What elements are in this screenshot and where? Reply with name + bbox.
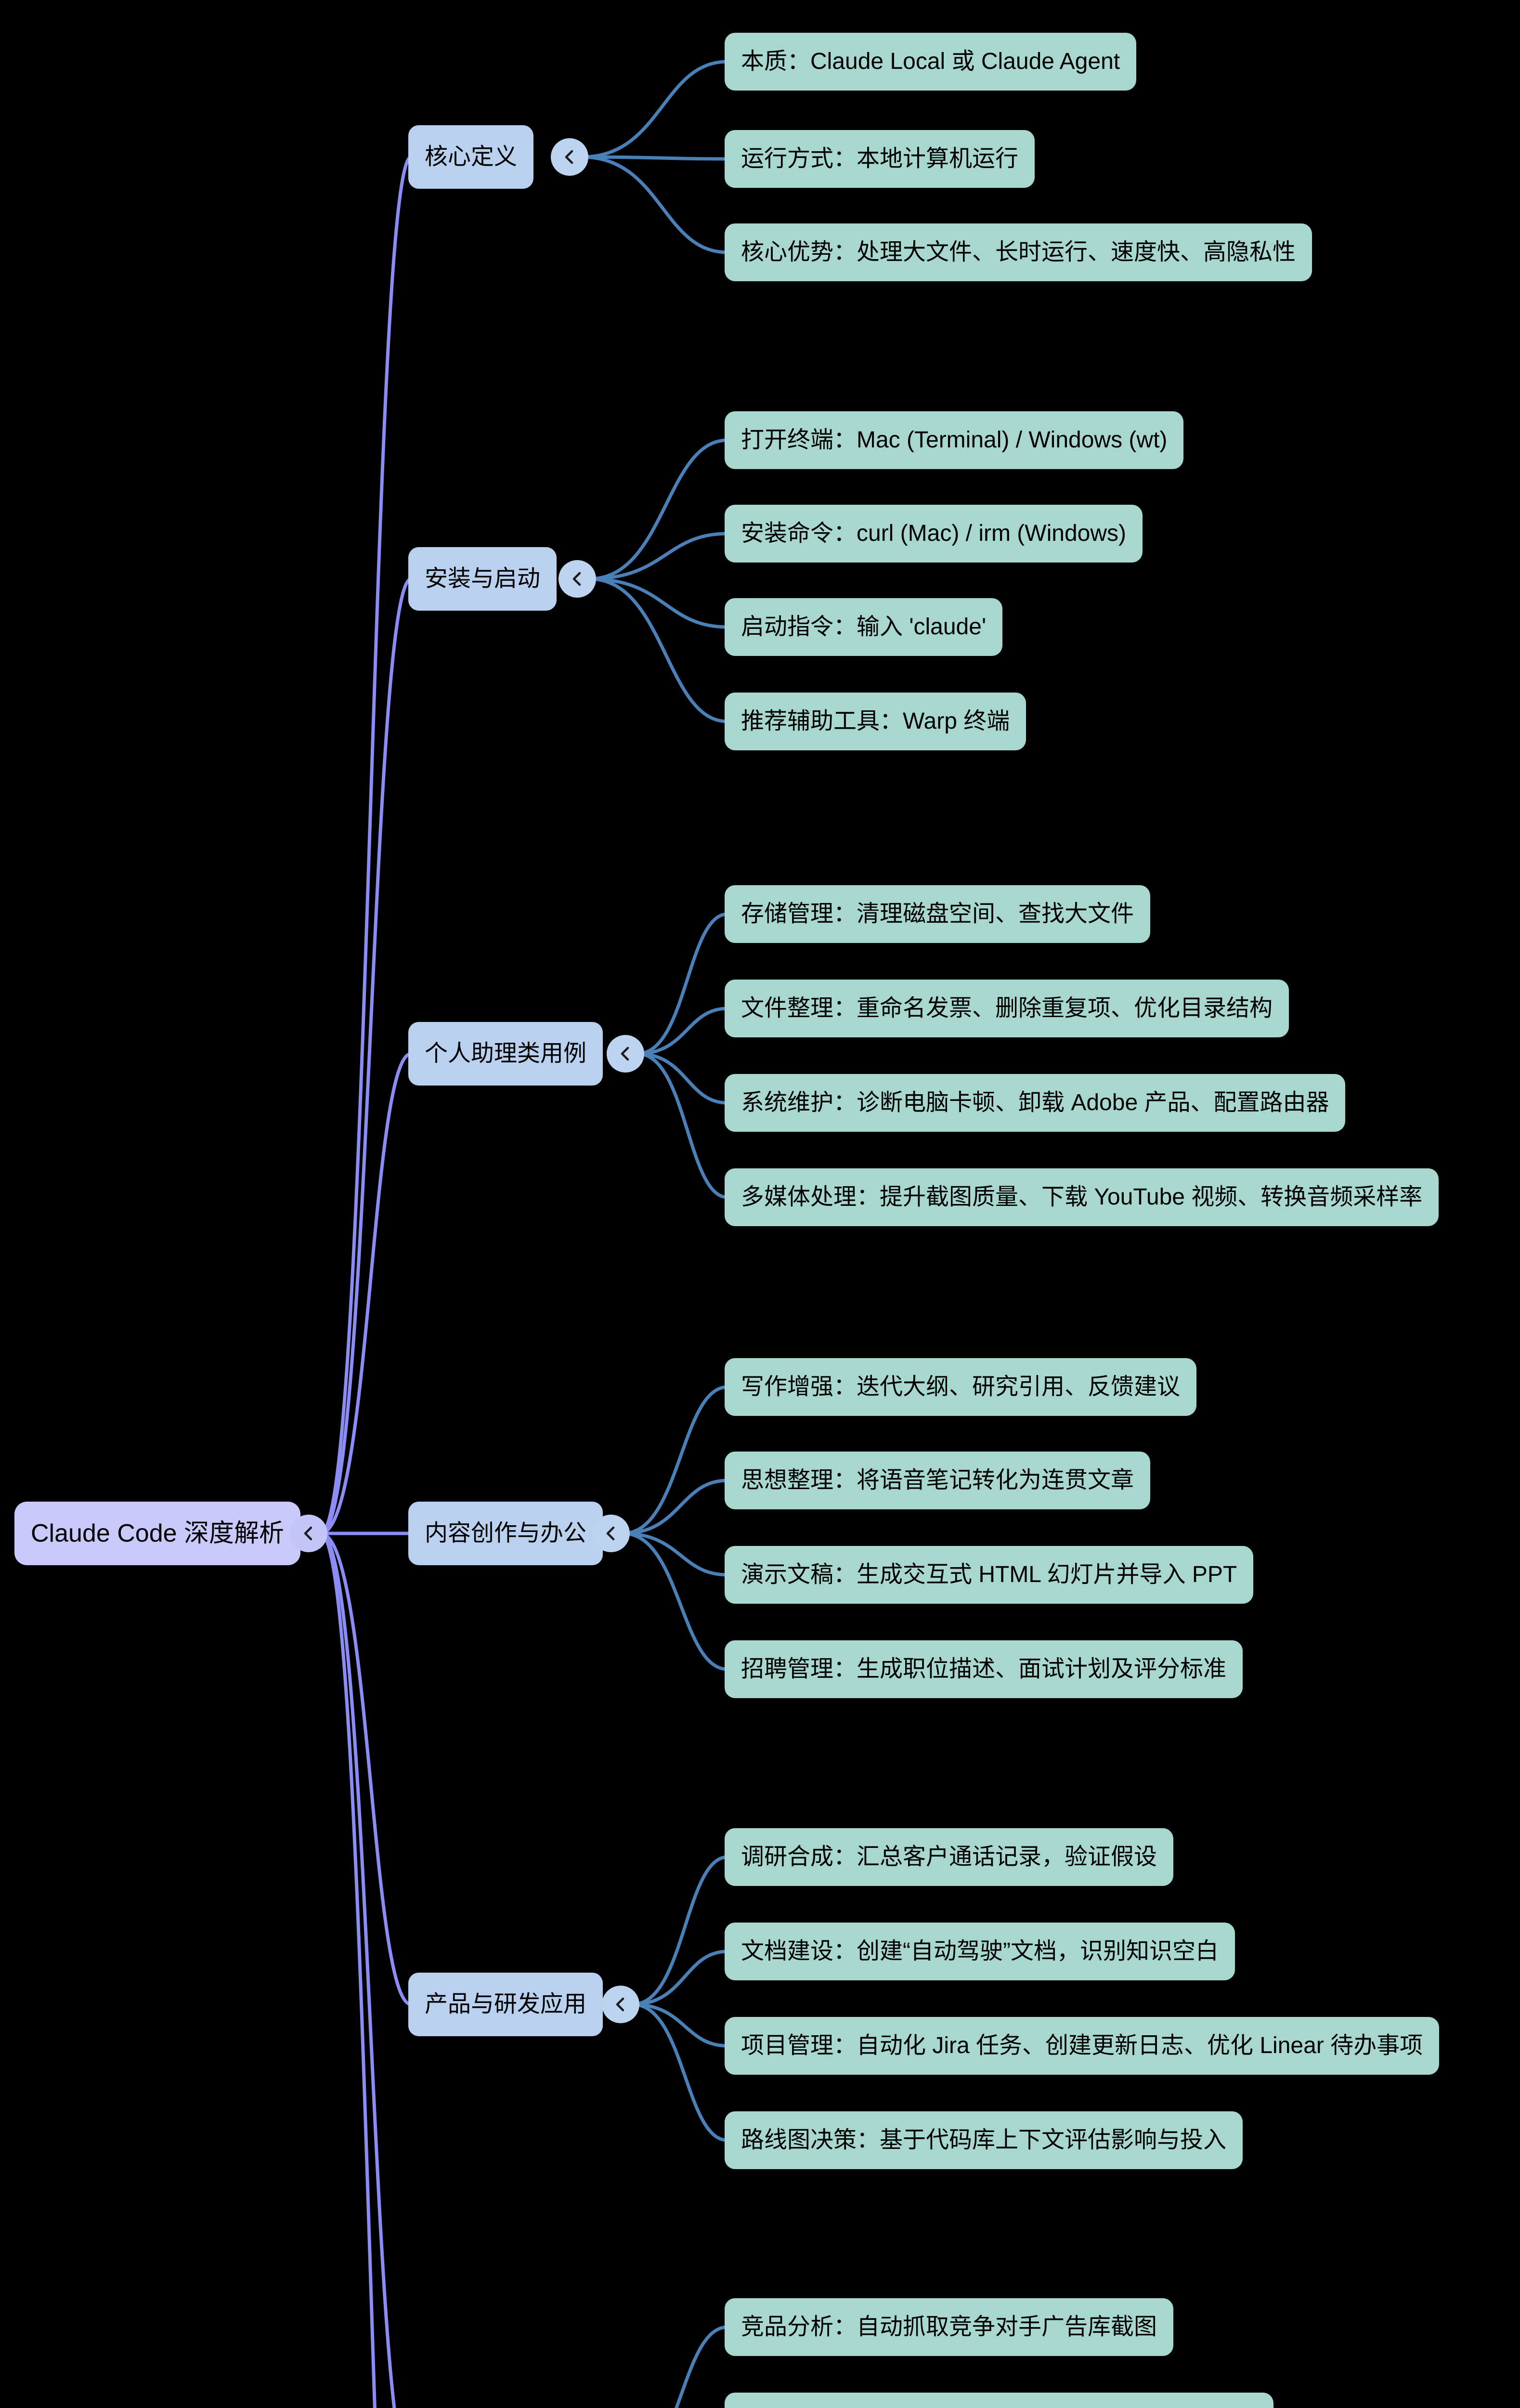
leaf-node-2-0[interactable]: 存储管理：清理磁盘空间、查找大文件: [725, 885, 1151, 943]
root-node-label: Claude Code 深度解析: [31, 1519, 284, 1547]
branch-4-edge-3: [631, 2002, 729, 2142]
leaf-node-1-1[interactable]: 安装命令：curl (Mac) / irm (Windows): [725, 505, 1143, 563]
branch-collapse-button-0[interactable]: [551, 138, 588, 176]
branch-node-2-label: 个人助理类用例: [425, 1041, 587, 1066]
leaf-node-4-0[interactable]: 调研合成：汇总客户通话记录，验证假设: [725, 1828, 1174, 1886]
chevron-left-icon: [616, 1044, 635, 1063]
leaf-node-4-0-label: 调研合成：汇总客户通话记录，验证假设: [741, 1844, 1157, 1870]
branch-5-edge-0: [675, 2325, 729, 2408]
branch-node-0[interactable]: 核心定义: [408, 125, 534, 189]
chevron-left-icon: [560, 147, 579, 167]
leaf-node-4-2-label: 项目管理：自动化 Jira 任务、创建更新日志、优化 Linear 待办事项: [741, 2033, 1423, 2058]
leaf-node-5-0[interactable]: 竞品分析：自动抓取竞争对手广告库截图: [725, 2298, 1174, 2356]
branch-2-edge-3: [636, 1052, 729, 1199]
leaf-node-3-0-label: 写作增强：迭代大纲、研究引用、反馈建议: [741, 1374, 1181, 1400]
leaf-node-0-2-label: 核心优势：处理大文件、长时运行、速度快、高隐私性: [741, 239, 1296, 265]
leaf-node-1-0[interactable]: 打开终端：Mac (Terminal) / Windows (wt): [725, 411, 1184, 469]
leaf-node-1-1-label: 安装命令：curl (Mac) / irm (Windows): [741, 521, 1126, 546]
leaf-node-3-3[interactable]: 招聘管理：生成职位描述、面试计划及评分标准: [725, 1640, 1243, 1698]
leaf-node-0-1-label: 运行方式：本地计算机运行: [741, 146, 1019, 171]
branch-0-edge-1: [580, 155, 729, 161]
branch-1-edge-2: [587, 577, 729, 629]
leaf-node-3-1[interactable]: 思想整理：将语音笔记转化为连贯文章: [725, 1452, 1151, 1509]
branch-node-4-label: 产品与研发应用: [425, 1991, 587, 2017]
root-collapse-button[interactable]: [290, 1515, 327, 1552]
branch-2-edge-0: [636, 912, 729, 1056]
leaf-node-5-0-label: 竞品分析：自动抓取竞争对手广告库截图: [741, 2314, 1157, 2340]
leaf-node-3-1-label: 思想整理：将语音笔记转化为连贯文章: [741, 1467, 1134, 1493]
branch-node-3[interactable]: 内容创作与办公: [408, 1502, 603, 1565]
branch-4-edge-1: [631, 1950, 729, 2006]
branch-collapse-button-1[interactable]: [559, 560, 596, 598]
leaf-node-4-1-label: 文档建设：创建“自动驾驶”文档，识别知识空白: [741, 1938, 1219, 1964]
branch-3-edge-1: [621, 1479, 729, 1535]
chevron-left-icon: [568, 569, 587, 589]
leaf-node-0-2[interactable]: 核心优势：处理大文件、长时运行、速度快、高隐私性: [725, 223, 1312, 281]
root-node[interactable]: Claude Code 深度解析: [14, 1502, 300, 1565]
branch-0-edge-0: [580, 60, 729, 159]
leaf-node-2-1-label: 文件整理：重命名发票、删除重复项、优化目录结构: [741, 995, 1273, 1021]
leaf-node-0-0-label: 本质：Claude Local 或 Claude Agent: [741, 49, 1120, 74]
chevron-left-icon: [299, 1524, 318, 1543]
branch-1-edge-1: [587, 532, 729, 581]
leaf-node-1-3-label: 推荐辅助工具：Warp 终端: [741, 708, 1010, 734]
leaf-node-4-1[interactable]: 文档建设：创建“自动驾驶”文档，识别知识空白: [725, 1923, 1235, 1980]
root-edge-1: [319, 577, 413, 1535]
branch-3-edge-2: [621, 1531, 729, 1577]
leaf-node-2-3-label: 多媒体处理：提升截图质量、下载 YouTube 视频、转换音频采样率: [741, 1184, 1423, 1210]
branch-1-edge-0: [587, 438, 729, 581]
leaf-node-3-2-label: 演示文稿：生成交互式 HTML 幻灯片并导入 PPT: [741, 1562, 1237, 1587]
leaf-node-2-2[interactable]: 系统维护：诊断电脑卡顿、卸载 Adobe 产品、配置路由器: [725, 1074, 1346, 1132]
leaf-node-3-3-label: 招聘管理：生成职位描述、面试计划及评分标准: [741, 1656, 1227, 1682]
branch-node-1[interactable]: 安装与启动: [408, 547, 557, 611]
leaf-node-5-1[interactable]: 获客寻找：扫描代码仓库或 LinkedIn 识别潜在客户: [725, 2393, 1274, 2408]
leaf-node-2-2-label: 系统维护：诊断电脑卡顿、卸载 Adobe 产品、配置路由器: [741, 1090, 1329, 1115]
root-edge-6: [319, 1531, 377, 2408]
leaf-node-2-0-label: 存储管理：清理磁盘空间、查找大文件: [741, 901, 1134, 927]
root-edge-2: [319, 1052, 413, 1535]
branch-collapse-button-2[interactable]: [607, 1035, 644, 1073]
root-edge-0: [319, 155, 413, 1535]
branch-node-3-label: 内容创作与办公: [425, 1520, 587, 1546]
leaf-node-4-2[interactable]: 项目管理：自动化 Jira 任务、创建更新日志、优化 Linear 待办事项: [725, 2017, 1440, 2075]
leaf-node-1-2-label: 启动指令：输入 'claude': [741, 614, 987, 640]
branch-collapse-button-3[interactable]: [592, 1515, 630, 1552]
branch-0-edge-2: [580, 155, 729, 254]
branch-2-edge-2: [636, 1052, 729, 1105]
leaf-node-0-1[interactable]: 运行方式：本地计算机运行: [725, 130, 1035, 188]
chevron-left-icon: [601, 1524, 621, 1543]
branch-3-edge-0: [621, 1385, 729, 1535]
root-edge-4: [319, 1531, 413, 2006]
branch-4-edge-2: [631, 2002, 729, 2048]
leaf-node-1-0-label: 打开终端：Mac (Terminal) / Windows (wt): [741, 427, 1168, 453]
root-edge-5: [319, 1531, 396, 2408]
leaf-node-2-3[interactable]: 多媒体处理：提升截图质量、下载 YouTube 视频、转换音频采样率: [725, 1168, 1439, 1226]
branch-4-edge-0: [631, 1855, 729, 2006]
branch-collapse-button-4[interactable]: [602, 1986, 639, 2023]
leaf-node-3-2[interactable]: 演示文稿：生成交互式 HTML 幻灯片并导入 PPT: [725, 1546, 1254, 1604]
leaf-node-1-3[interactable]: 推荐辅助工具：Warp 终端: [725, 693, 1026, 750]
leaf-node-2-1[interactable]: 文件整理：重命名发票、删除重复项、优化目录结构: [725, 980, 1289, 1037]
leaf-node-1-2[interactable]: 启动指令：输入 'claude': [725, 598, 1003, 656]
branch-3-edge-3: [621, 1531, 729, 1671]
branch-node-2[interactable]: 个人助理类用例: [408, 1022, 603, 1086]
branch-node-4[interactable]: 产品与研发应用: [408, 1973, 603, 2036]
branch-2-edge-1: [636, 1007, 729, 1056]
chevron-left-icon: [611, 1995, 630, 2014]
branch-node-0-label: 核心定义: [425, 144, 518, 170]
branch-node-1-label: 安装与启动: [425, 566, 541, 591]
leaf-node-4-3[interactable]: 路线图决策：基于代码库上下文评估影响与投入: [725, 2111, 1243, 2169]
leaf-node-4-3-label: 路线图决策：基于代码库上下文评估影响与投入: [741, 2127, 1227, 2153]
leaf-node-3-0[interactable]: 写作增强：迭代大纲、研究引用、反馈建议: [725, 1358, 1197, 1416]
branch-1-edge-3: [587, 577, 729, 723]
leaf-node-0-0[interactable]: 本质：Claude Local 或 Claude Agent: [725, 33, 1137, 91]
